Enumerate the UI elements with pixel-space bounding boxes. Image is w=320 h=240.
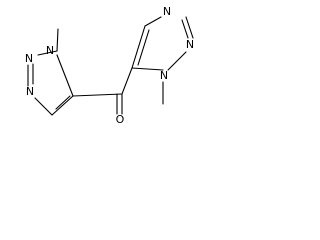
bond-c5-n1-left xyxy=(56,54,74,97)
bond-n1-n2-left xyxy=(37,50,58,56)
atom-n3-right: N xyxy=(163,5,171,18)
molecule-diagram: N N N O N N N xyxy=(25,5,194,126)
atom-labels: N N N O N N N xyxy=(25,5,194,126)
bonds xyxy=(27,16,194,116)
bond-c4-n3-right xyxy=(144,16,162,27)
atom-n2-left: N xyxy=(25,52,33,65)
bond-n2-n1-right xyxy=(167,51,187,71)
bond-c5-c4-right-double xyxy=(137,29,150,66)
atom-o-carbonyl: O xyxy=(116,113,125,126)
atom-n1-right: N xyxy=(160,69,168,82)
bond-n3-c4-left xyxy=(34,97,53,116)
bond-c4-c5-left xyxy=(51,95,74,116)
atom-n2-right: N xyxy=(186,38,194,51)
bond-c5-carbonyl xyxy=(72,93,123,97)
bond-methyl-left xyxy=(56,28,59,52)
bond-carbonyl-c5-right xyxy=(121,67,133,95)
bond-n3-n2-right-double xyxy=(185,16,194,39)
atom-n3-left: N xyxy=(26,85,34,98)
bond-c4-c5-left-double xyxy=(55,95,71,110)
bond-n3-n2-right xyxy=(181,19,189,39)
bond-c5-c4-right xyxy=(131,25,146,69)
atom-n1-left: N xyxy=(46,44,54,57)
bond-n1-c5-right xyxy=(131,67,164,71)
structure-canvas: N N N O N N N xyxy=(0,0,204,141)
